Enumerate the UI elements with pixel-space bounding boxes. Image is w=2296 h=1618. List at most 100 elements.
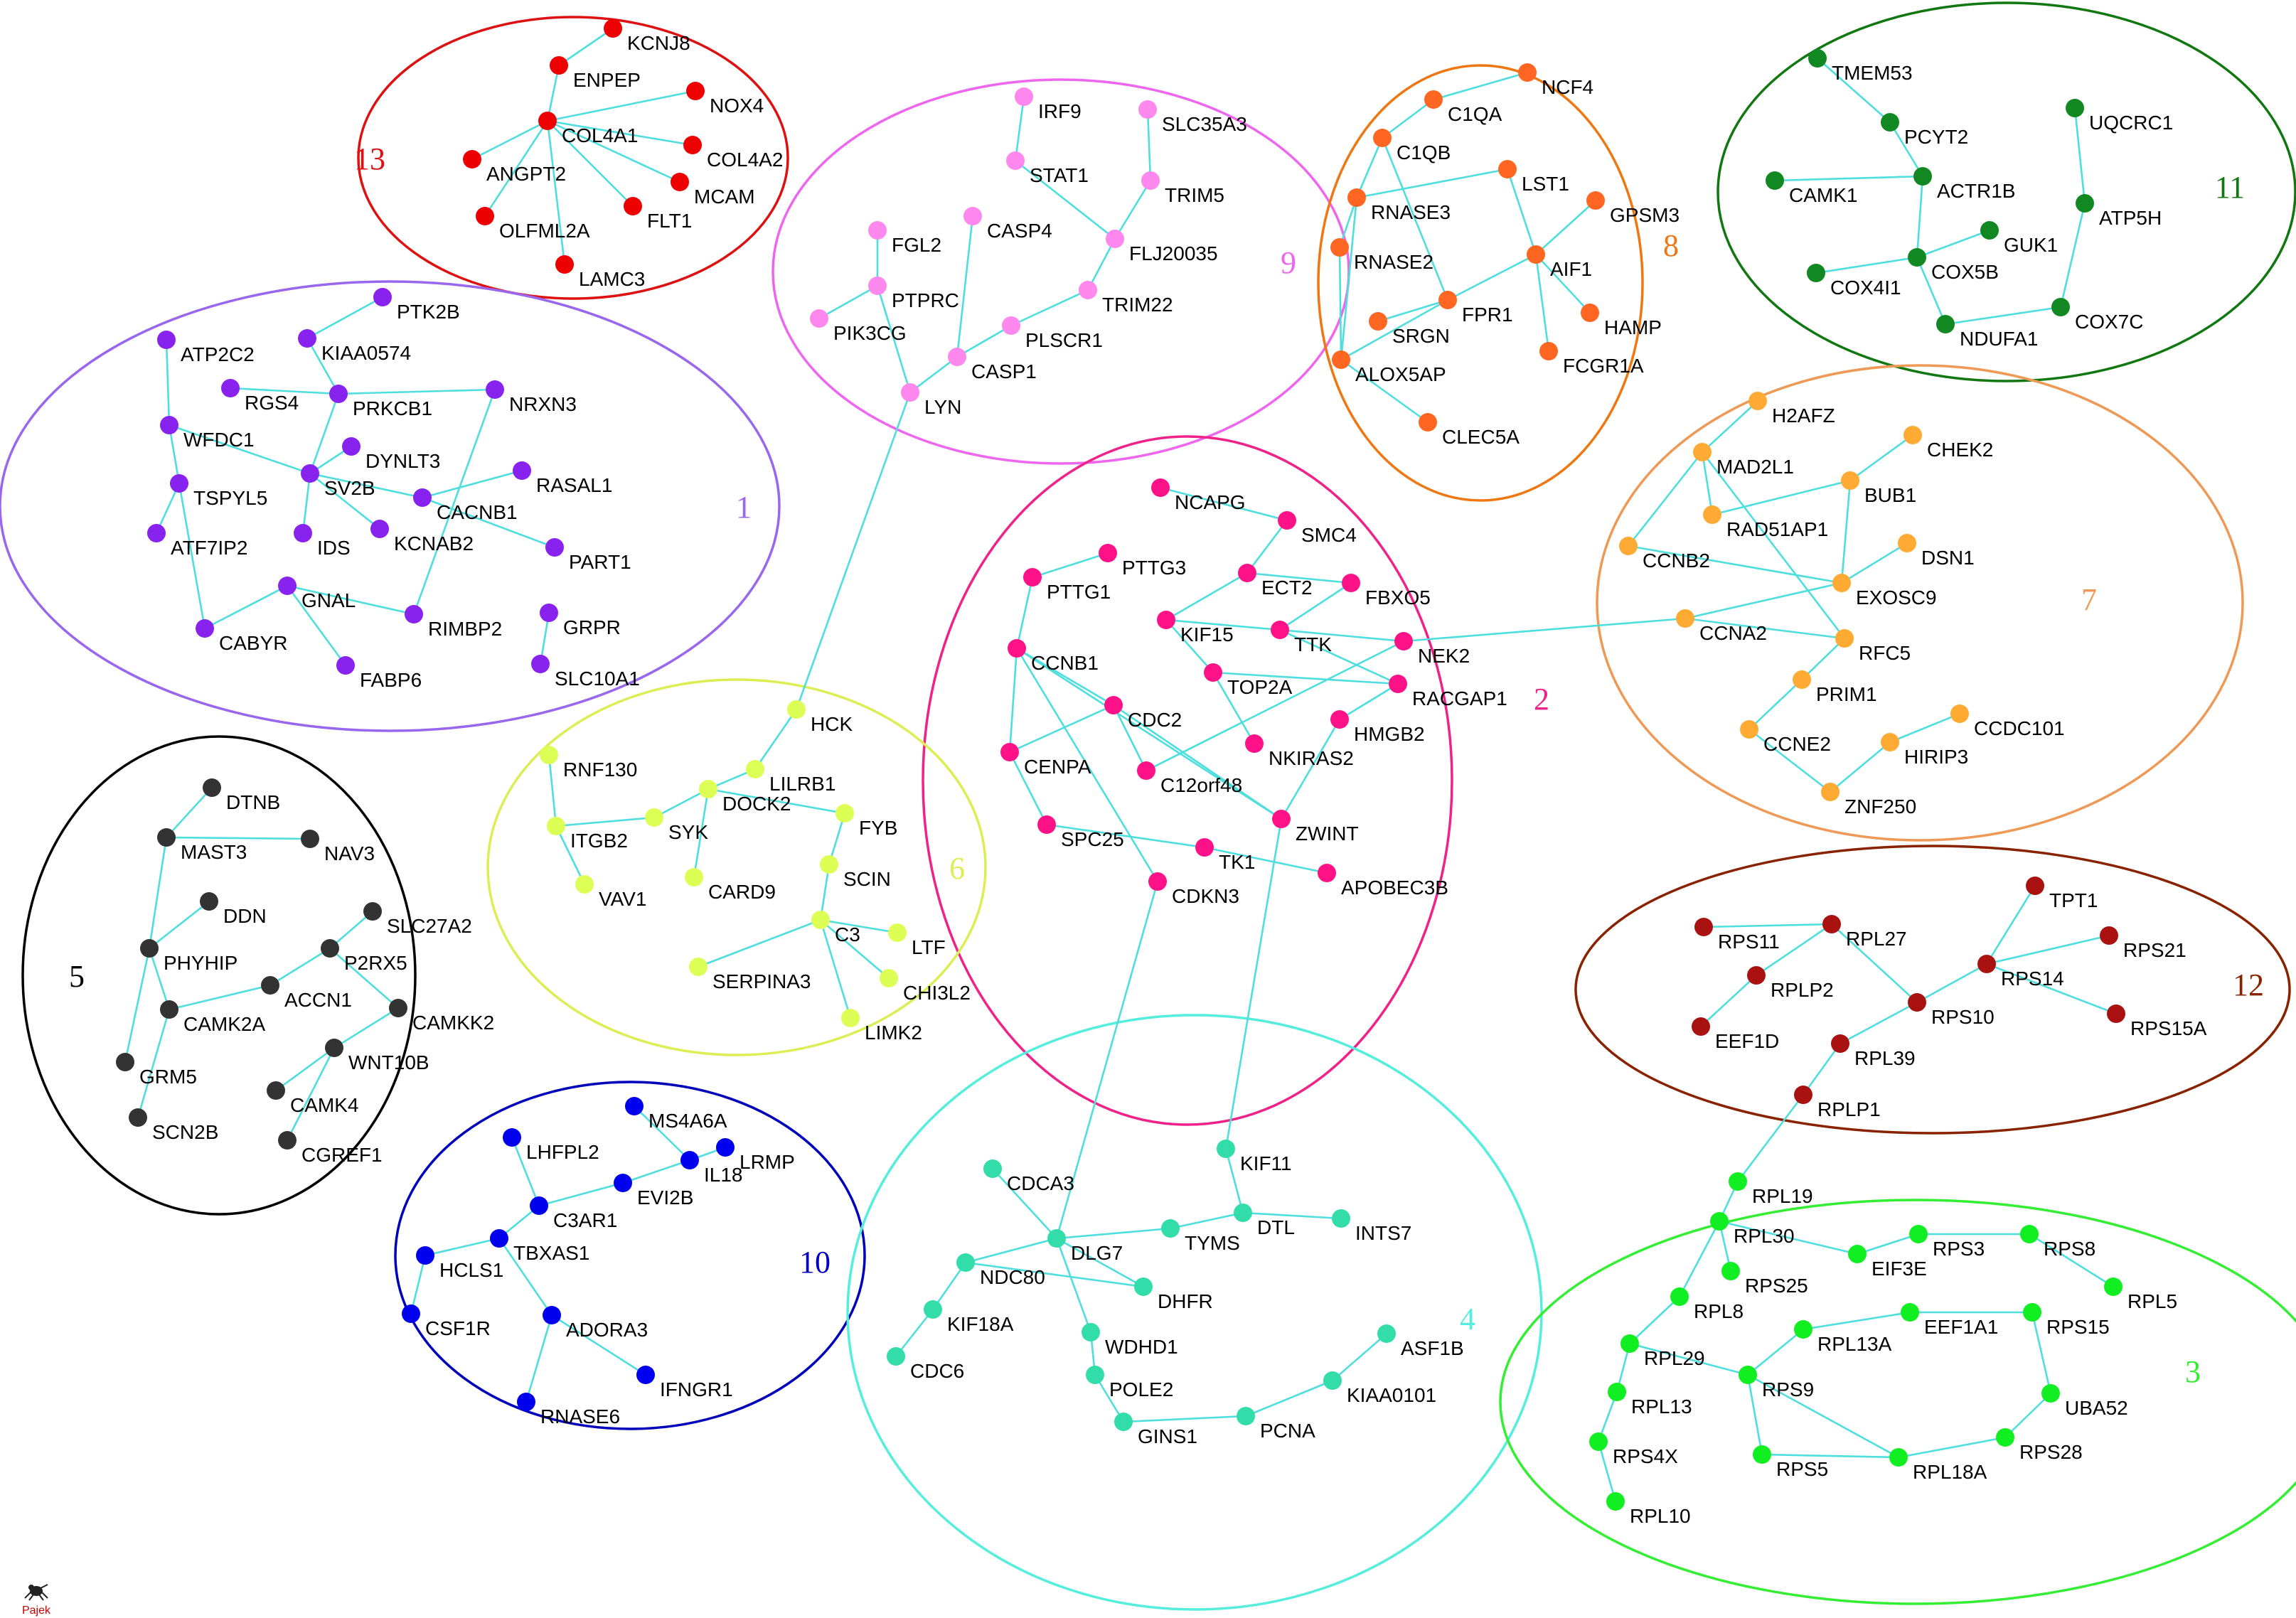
node-dot bbox=[336, 656, 355, 675]
node-rps14: RPS14 bbox=[1977, 955, 2064, 990]
edge-sv2b-kcnab2 bbox=[309, 472, 380, 530]
node-dot bbox=[1619, 537, 1638, 555]
node-label: ATP5H bbox=[2099, 207, 2162, 229]
node-label: PTTG1 bbox=[1047, 581, 1111, 603]
node-dot bbox=[1977, 955, 1996, 973]
edge-accn1-camk2a bbox=[169, 984, 271, 1011]
node-label: UQCRC1 bbox=[2089, 112, 2173, 134]
node-eef1a1: EEF1A1 bbox=[1901, 1303, 1998, 1338]
edge-rpl29-rps9 bbox=[1629, 1342, 1748, 1376]
edge-adora3-ifngr1 bbox=[551, 1314, 646, 1376]
edge-hcls1-csf1r bbox=[410, 1255, 427, 1314]
node-dot bbox=[2041, 1384, 2060, 1403]
node-dot bbox=[555, 255, 574, 274]
node-dot bbox=[200, 892, 218, 911]
node-label: RNASE3 bbox=[1371, 201, 1451, 223]
edge-c1qa-c1qb bbox=[1382, 98, 1434, 139]
node-rpl10: RPL10 bbox=[1606, 1492, 1691, 1527]
node-dot bbox=[2023, 1303, 2041, 1322]
node-label: RACGAP1 bbox=[1412, 687, 1507, 709]
edge-cacnb1-rasal1 bbox=[422, 469, 523, 499]
node-syk: SYK bbox=[645, 808, 708, 843]
node-dot bbox=[301, 830, 319, 848]
edge-top2a-racgap1 bbox=[1212, 671, 1399, 685]
edge-flj20035-trim22 bbox=[1086, 238, 1116, 291]
node-part1: PART1 bbox=[545, 538, 631, 573]
node-label: PHYHIP bbox=[164, 952, 237, 974]
node-dot bbox=[1151, 478, 1170, 497]
node-label: CDKN3 bbox=[1172, 885, 1239, 907]
edge-pttg3-pttg1 bbox=[1032, 552, 1109, 579]
node-dot bbox=[1694, 918, 1713, 936]
node-dot bbox=[1996, 1428, 2014, 1447]
node-dot bbox=[413, 488, 432, 507]
edge-slc27a2-p2rx5 bbox=[329, 911, 373, 949]
node-dot bbox=[1710, 1212, 1729, 1231]
node-dot bbox=[746, 760, 764, 778]
node-dot bbox=[486, 380, 504, 399]
node-slc35a3: SLC35A3 bbox=[1138, 100, 1247, 135]
node-eif3e: EIF3E bbox=[1848, 1245, 1927, 1280]
node-label: VAV1 bbox=[599, 888, 646, 910]
node-casp1: CASP1 bbox=[948, 348, 1037, 382]
node-irf9: IRF9 bbox=[1015, 87, 1082, 122]
node-label: FYB bbox=[859, 817, 897, 839]
node-dot bbox=[298, 329, 316, 348]
node-dot bbox=[1793, 670, 1811, 689]
node-rps3: RPS3 bbox=[1909, 1225, 1985, 1260]
edge-aif1-fcgr1a bbox=[1534, 254, 1550, 352]
node-stat1: STAT1 bbox=[1006, 151, 1089, 186]
node-label: NCF4 bbox=[1542, 76, 1593, 98]
edge-rnase3-alox5ap bbox=[1340, 197, 1358, 360]
node-rpl29: RPL29 bbox=[1620, 1334, 1705, 1369]
node-dot bbox=[636, 1366, 655, 1384]
node-dot bbox=[2076, 194, 2094, 213]
node-dot bbox=[1002, 316, 1020, 335]
node-dot bbox=[538, 112, 557, 130]
edge-fpr1-alox5ap bbox=[1340, 299, 1448, 361]
node-label: RPL18A bbox=[1913, 1461, 1987, 1483]
node-label: C12orf48 bbox=[1160, 774, 1242, 796]
node-dot bbox=[1518, 63, 1537, 82]
module-ring-3 bbox=[1499, 1199, 2296, 1605]
node-angpt2: ANGPT2 bbox=[463, 150, 566, 185]
node-dot bbox=[1527, 245, 1545, 264]
node-ndc80: NDC80 bbox=[956, 1253, 1045, 1288]
node-dot bbox=[1881, 113, 1899, 132]
edge-zwint-kif11 bbox=[1224, 818, 1283, 1150]
pajek-logo: Pajek bbox=[11, 1581, 61, 1617]
node-label: CCDC101 bbox=[1974, 717, 2065, 739]
edge-uba52-rps28 bbox=[2004, 1393, 2051, 1438]
edge-tpt1-rps14 bbox=[1985, 885, 2036, 965]
node-fbxo5: FBXO5 bbox=[1342, 574, 1431, 609]
node-sv2b: SV2B bbox=[301, 464, 375, 499]
edge-cdc2-c12orf48 bbox=[1112, 704, 1148, 771]
node-dot bbox=[1692, 1017, 1710, 1036]
node-dot bbox=[325, 1039, 343, 1057]
node-srgn: SRGN bbox=[1369, 312, 1450, 347]
node-fyb: FYB bbox=[835, 804, 897, 839]
node-label: ACTR1B bbox=[1937, 180, 2015, 202]
edge-actr1b-cox5b bbox=[1916, 176, 1924, 258]
node-label: TMEM53 bbox=[1832, 62, 1913, 84]
node-label: MAST3 bbox=[181, 841, 247, 863]
node-dot bbox=[1740, 720, 1758, 739]
node-label: EEF1D bbox=[1715, 1030, 1779, 1052]
edge-trim5-flj20035 bbox=[1114, 180, 1152, 240]
node-label: LTF bbox=[912, 936, 946, 958]
module-ring-4 bbox=[846, 1014, 1543, 1611]
node-label: WFDC1 bbox=[183, 429, 255, 451]
node-label: LYN bbox=[924, 396, 961, 418]
edge-kif15-ttk bbox=[1165, 618, 1281, 631]
node-kiaa0574: KIAA0574 bbox=[298, 329, 411, 364]
node-dot bbox=[2020, 1225, 2039, 1243]
edge-rps9-rps5 bbox=[1746, 1374, 1763, 1455]
node-label: KIF15 bbox=[1180, 623, 1234, 645]
edge-nox4-col4a1 bbox=[547, 90, 696, 122]
edge-gins1-pcna bbox=[1123, 1415, 1246, 1423]
node-dot bbox=[1729, 1172, 1747, 1191]
node-cacnb1: CACNB1 bbox=[413, 488, 518, 523]
node-atf7ip2: ATF7IP2 bbox=[147, 524, 247, 559]
node-gins1: GINS1 bbox=[1114, 1413, 1197, 1447]
node-label: RASAL1 bbox=[536, 474, 612, 496]
